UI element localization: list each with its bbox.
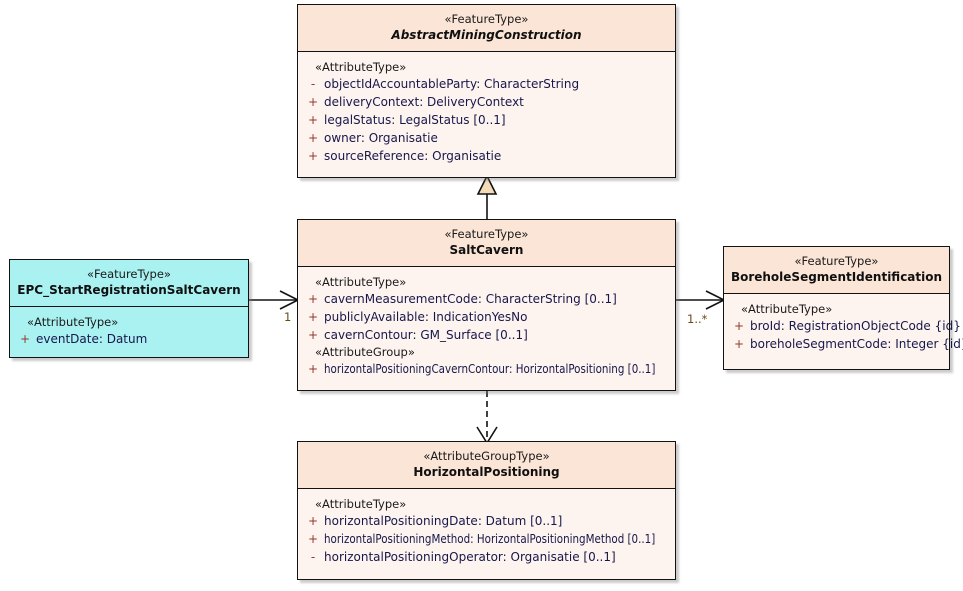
attribute-row: + cavernContour: GM_Surface [0..1] bbox=[302, 326, 671, 344]
attribute-text: legalStatus: LegalStatus [0..1] bbox=[324, 113, 506, 127]
attribute-row: + boreholeSegmentCode: Integer {id} bbox=[728, 335, 963, 353]
attribute-row: + horizontalPositioningMethod: Horizonta… bbox=[302, 530, 671, 548]
attribute-visibility: + bbox=[307, 113, 319, 127]
attribute-visibility: + bbox=[307, 149, 319, 163]
attribute-row: + broId: RegistrationObjectCode {id} bbox=[728, 317, 961, 335]
class-stereotype: «FeatureType» bbox=[794, 254, 879, 268]
compartment-stereotype: «AttributeType» bbox=[741, 302, 833, 316]
attribute-row: + eventDate: Datum bbox=[14, 330, 244, 348]
association-epc-to-saltcavern bbox=[249, 290, 300, 310]
attribute-row: + cavernMeasurementCode: CharacterString… bbox=[302, 290, 671, 308]
class-header-horizontal-positioning: «AttributeGroupType» HorizontalPositioni… bbox=[298, 442, 675, 489]
attribute-row: + horizontalPositioningCavernContour: Ho… bbox=[302, 360, 671, 378]
attribute-visibility: + bbox=[307, 95, 319, 109]
attribute-visibility: + bbox=[307, 328, 319, 342]
class-horizontal-positioning[interactable]: «AttributeGroupType» HorizontalPositioni… bbox=[297, 441, 676, 580]
class-header-borehole-segment-identification: «FeatureType» BoreholeSegmentIdentificat… bbox=[724, 247, 949, 294]
compartment-stereotype: «AttributeType» bbox=[315, 497, 407, 511]
class-name: SaltCavern bbox=[449, 243, 524, 257]
attribute-visibility: + bbox=[307, 292, 319, 306]
class-header-salt-cavern: «FeatureType» SaltCavern bbox=[298, 220, 675, 267]
dependency-saltcavern-to-horizontalpositioning bbox=[476, 391, 498, 445]
association-saltcavern-to-boreholesegmentidentification bbox=[676, 290, 726, 310]
attribute-visibility: + bbox=[307, 514, 319, 528]
attribute-visibility: + bbox=[307, 362, 319, 376]
attribute-text: publiclyAvailable: IndicationYesNo bbox=[324, 310, 528, 324]
attribute-text: horizontalPositioningCavernContour: Hori… bbox=[324, 362, 656, 376]
attribute-visibility: + bbox=[307, 310, 319, 324]
class-attributes-horizontal-positioning: «AttributeType» + horizontalPositioningD… bbox=[298, 489, 675, 574]
attribute-text: boreholeSegmentCode: Integer {id} bbox=[750, 337, 963, 351]
class-header-abstract-mining-construction: «FeatureType» AbstractMiningConstruction bbox=[298, 5, 675, 52]
attribute-visibility: - bbox=[310, 77, 316, 91]
attribute-text: sourceReference: Organisatie bbox=[324, 149, 502, 163]
compartment-stereotype: «AttributeType» bbox=[315, 60, 407, 74]
attribute-text: cavernMeasurementCode: CharacterString [… bbox=[324, 292, 617, 306]
attribute-visibility: + bbox=[733, 337, 745, 351]
compartment-stereotype: «AttributeType» bbox=[315, 275, 407, 289]
attribute-text: objectIdAccountableParty: CharacterStrin… bbox=[324, 77, 580, 91]
attribute-text: owner: Organisatie bbox=[324, 131, 438, 145]
class-stereotype: «AttributeGroupType» bbox=[423, 449, 550, 463]
attribute-row: + publiclyAvailable: IndicationYesNo bbox=[302, 308, 671, 326]
compartment-stereotype-group: «AttributeGroup» bbox=[315, 345, 415, 359]
class-stereotype: «FeatureType» bbox=[444, 227, 529, 241]
attribute-row: + sourceReference: Organisatie bbox=[302, 147, 671, 165]
compartment-stereotype: «AttributeType» bbox=[27, 315, 119, 329]
class-name: EPC_StartRegistrationSaltCavern bbox=[17, 283, 241, 297]
class-epc-start-registration-salt-cavern[interactable]: «FeatureType» EPC_StartRegistrationSaltC… bbox=[9, 259, 249, 358]
attribute-row: + owner: Organisatie bbox=[302, 129, 671, 147]
attribute-visibility: + bbox=[733, 319, 745, 333]
class-salt-cavern[interactable]: «FeatureType» SaltCavern «AttributeType»… bbox=[297, 219, 676, 391]
attribute-text: horizontalPositioningDate: Datum [0..1] bbox=[324, 514, 563, 528]
attribute-text: horizontalPositioningMethod: HorizontalP… bbox=[324, 532, 656, 546]
class-header-epc-start-registration-salt-cavern: «FeatureType» EPC_StartRegistrationSaltC… bbox=[10, 260, 248, 307]
attribute-text: eventDate: Datum bbox=[36, 332, 148, 346]
attribute-text: cavernContour: GM_Surface [0..1] bbox=[324, 328, 528, 342]
attribute-visibility: + bbox=[307, 131, 319, 145]
attribute-visibility: + bbox=[307, 532, 319, 546]
class-borehole-segment-identification[interactable]: «FeatureType» BoreholeSegmentIdentificat… bbox=[723, 246, 963, 370]
attribute-row: + deliveryContext: DeliveryContext bbox=[302, 93, 671, 111]
multiplicity-saltcavern-to-borehole: 1..* bbox=[687, 312, 708, 326]
attribute-row: + horizontalPositioningDate: Datum [0..1… bbox=[302, 512, 671, 530]
class-attributes-borehole-segment-identification: «AttributeType» + broId: RegistrationObj… bbox=[724, 294, 963, 361]
class-stereotype: «FeatureType» bbox=[444, 12, 529, 26]
attribute-text: broId: RegistrationObjectCode {id} bbox=[750, 319, 961, 333]
class-attributes-epc-start-registration-salt-cavern: «AttributeType» + eventDate: Datum bbox=[10, 307, 248, 356]
class-abstract-mining-construction[interactable]: «FeatureType» AbstractMiningConstruction… bbox=[297, 4, 676, 178]
attribute-text: horizontalPositioningOperator: Organisat… bbox=[324, 550, 616, 564]
class-stereotype: «FeatureType» bbox=[87, 267, 171, 281]
attribute-row: - horizontalPositioningOperator: Organis… bbox=[302, 548, 671, 566]
attribute-row: - objectIdAccountableParty: CharacterStr… bbox=[302, 75, 671, 93]
multiplicity-epc-to-saltcavern: 1 bbox=[284, 310, 292, 324]
attribute-visibility: + bbox=[19, 332, 31, 346]
class-attributes-salt-cavern: «AttributeType» + cavernMeasurementCode:… bbox=[298, 267, 675, 386]
attribute-text: deliveryContext: DeliveryContext bbox=[324, 95, 524, 109]
attribute-visibility: - bbox=[310, 550, 316, 564]
attribute-row: + legalStatus: LegalStatus [0..1] bbox=[302, 111, 671, 129]
class-name: AbstractMiningConstruction bbox=[391, 28, 582, 42]
class-name: BoreholeSegmentIdentification bbox=[730, 270, 943, 284]
class-name: HorizontalPositioning bbox=[413, 465, 560, 479]
class-attributes-abstract-mining-construction: «AttributeType» - objectIdAccountablePar… bbox=[298, 52, 675, 173]
generalization-saltcavern-to-abstractminingconstruction bbox=[476, 174, 498, 220]
